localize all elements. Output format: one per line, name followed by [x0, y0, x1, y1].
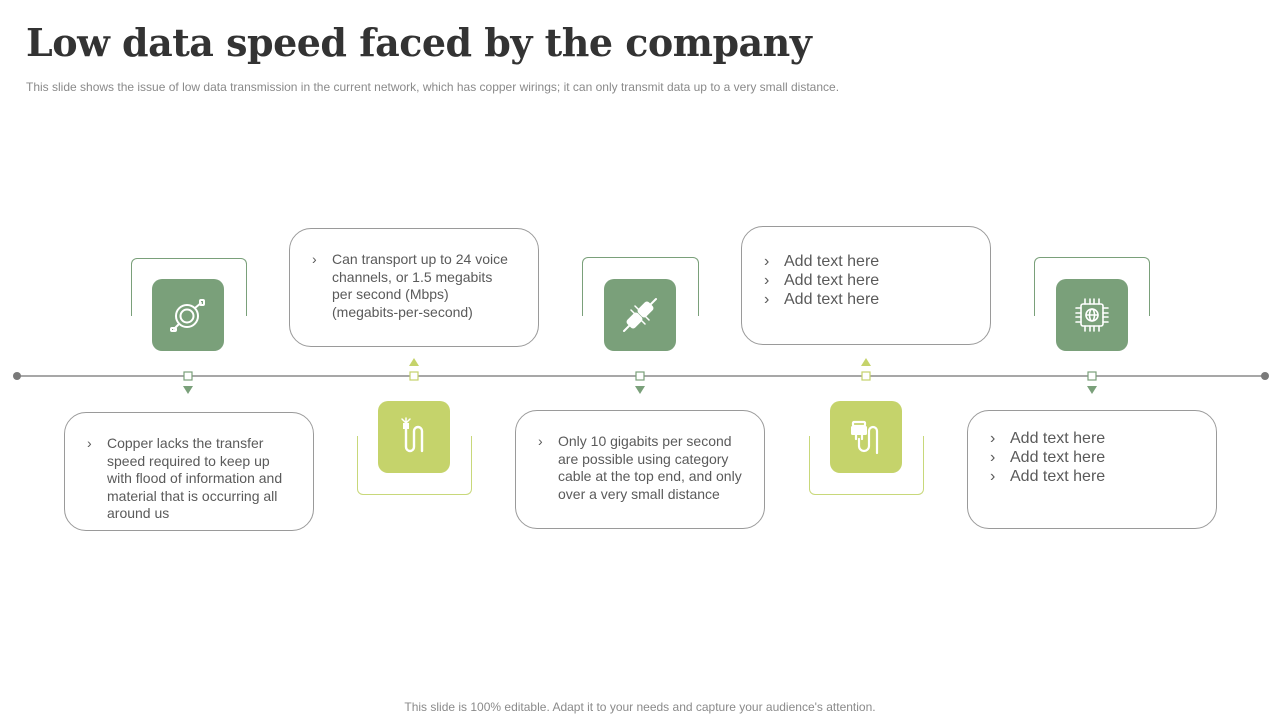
- step-bullets-2: Can transport up to 24 voice channels, o…: [312, 251, 516, 321]
- icon-tile-1: [152, 279, 224, 351]
- icon-frame-3: [582, 257, 699, 316]
- bullet-item: Only 10 gigabits per second are possible…: [538, 433, 742, 503]
- fiber-cable-icon: [401, 417, 424, 453]
- step-card-2: Can transport up to 24 voice channels, o…: [289, 228, 539, 347]
- icon-tile-5: [1056, 279, 1128, 351]
- bullet-item: Add text here: [764, 290, 968, 309]
- arrow-down-3: [635, 386, 645, 394]
- icon-frame-1: [131, 258, 247, 316]
- step-bullets-5: Add text here Add text here Add text her…: [990, 429, 1194, 486]
- icon-frame-2: [357, 436, 472, 495]
- step-card-3: Only 10 gigabits per second are possible…: [515, 410, 765, 529]
- timeline-node-1: [183, 371, 193, 381]
- timeline-node-2: [409, 371, 419, 381]
- cable-coil-icon: [170, 299, 205, 332]
- icon-frame-5: [1034, 257, 1150, 316]
- icon-frame-4: [809, 436, 924, 495]
- arrow-down-5: [1087, 386, 1097, 394]
- bullet-item: Add text here: [990, 467, 1194, 486]
- usb-cable-icon: [851, 420, 879, 455]
- step-card-5: Add text here Add text here Add text her…: [967, 410, 1217, 529]
- timeline-node-3: [635, 371, 645, 381]
- slide-subtitle: This slide shows the issue of low data t…: [26, 80, 840, 94]
- slide-footer: This slide is 100% editable. Adapt it to…: [404, 700, 876, 714]
- bullet-item: Can transport up to 24 voice channels, o…: [312, 251, 516, 321]
- step-card-4: Add text here Add text here Add text her…: [741, 226, 991, 345]
- globe-chip-icon: [1075, 298, 1109, 332]
- arrow-down-1: [183, 386, 193, 394]
- step-card-1: Copper lacks the transfer speed required…: [64, 412, 314, 531]
- timeline-node-4: [861, 371, 871, 381]
- step-bullets-4: Add text here Add text here Add text her…: [764, 252, 968, 309]
- step-bullets-1: Copper lacks the transfer speed required…: [87, 435, 291, 523]
- slide-title: Low data speed faced by the company: [26, 20, 812, 65]
- timeline-node-5: [1087, 371, 1097, 381]
- cable-connector-icon: [623, 298, 657, 332]
- step-bullets-3: Only 10 gigabits per second are possible…: [538, 433, 742, 503]
- icon-tile-3: [604, 279, 676, 351]
- arrow-up-2: [409, 358, 419, 366]
- icon-tile-2: [378, 401, 450, 473]
- timeline-end-dot: [1261, 372, 1269, 380]
- bullet-item: Add text here: [764, 271, 968, 290]
- bullet-item: Copper lacks the transfer speed required…: [87, 435, 291, 523]
- timeline-start-dot: [13, 372, 21, 380]
- bullet-item: Add text here: [990, 448, 1194, 467]
- arrow-up-4: [861, 358, 871, 366]
- bullet-item: Add text here: [990, 429, 1194, 448]
- bullet-item: Add text here: [764, 252, 968, 271]
- icon-tile-4: [830, 401, 902, 473]
